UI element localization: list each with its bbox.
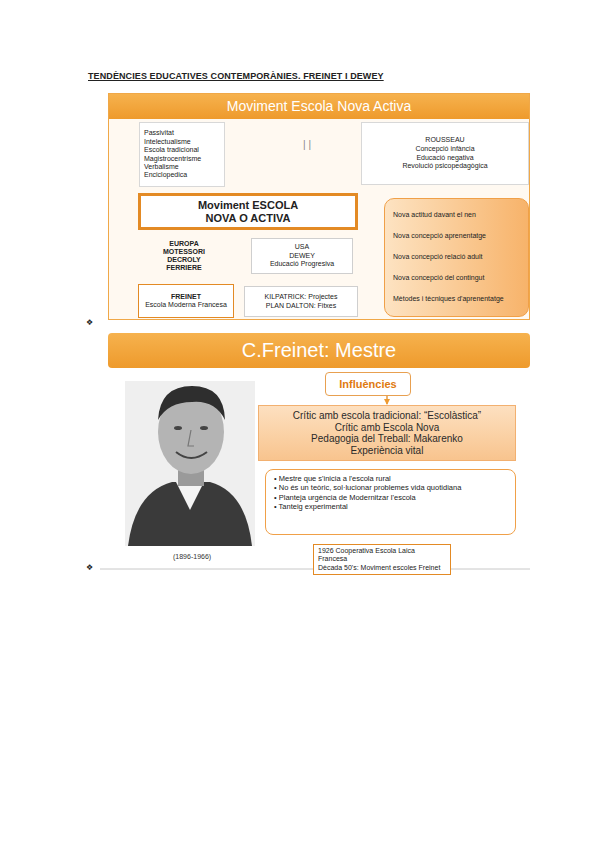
node-text: 1926 Cooperativa Escola Laica Francesa: [318, 547, 446, 564]
portrait-photo: [125, 381, 255, 546]
node-text: Escola tradicional: [144, 146, 220, 154]
node-text: KILPATRICK: Projectes: [248, 293, 354, 302]
process-box: USADEWEYEducació Progresiva: [251, 238, 353, 274]
node-text: Educació negativa: [366, 154, 524, 163]
node-text: Dècada 50's: Moviment escoles Freinet: [318, 564, 446, 572]
note-label: (1896-1966): [173, 553, 211, 560]
node-text: • Planteja urgència de Modernitzar l'esc…: [274, 493, 507, 502]
text-group: EUROPAMOTESSORIDECROLYFERRIERE: [147, 238, 221, 274]
node-text: C.Freinet: Mestre: [114, 339, 524, 362]
node-text: Crític amb escola tradicional: “Escolàst…: [265, 410, 509, 422]
node-text: Nova concepció del contingut: [393, 274, 520, 282]
list-box: Nova actitud davant el nenNova concepció…: [384, 198, 529, 317]
node-text: PLAN DALTON: Fitxes: [248, 302, 354, 311]
process-box: FREINETEscola Moderna Francesa: [138, 284, 234, 318]
node-text: Influències: [330, 378, 406, 390]
node-text: Crític amb Escola Nova: [265, 422, 509, 434]
page-title: TENDÈNCIES EDUCATIVES CONTEMPORÀNIES. FR…: [88, 71, 384, 81]
node-text: • Mestre que s'inicia a l'escola rural: [274, 474, 507, 483]
node-text: Revolució psicopedagògica: [366, 162, 524, 171]
node-text: FERRIERE: [149, 264, 219, 272]
list-box: • Mestre que s'inicia a l'escola rural• …: [265, 469, 516, 535]
central-box: Moviment ESCOLA NOVA O ACTIVA: [138, 193, 358, 230]
node-text: Verbalisme: [144, 163, 220, 171]
bullet-symbol: ❖: [86, 563, 93, 572]
node-text: Escola Moderna Francesa: [142, 301, 230, 309]
info-box: ROUSSEAUConcepció infànciaEducació negat…: [361, 122, 529, 185]
node-text: EUROPA: [149, 240, 219, 248]
node-text: Nova concepció aprenentatge: [393, 232, 520, 240]
heading-box: Influències: [325, 372, 411, 396]
node-text: Educació Progresiva: [255, 260, 349, 268]
node-text: USA: [255, 243, 349, 251]
node-text: Magistrocentrisme: [144, 155, 220, 163]
node-text: Nova actitud davant el nen: [393, 211, 520, 219]
panel: Moviment Escola Nova ActivaPassivitatInt…: [108, 93, 530, 320]
info-box: Crític amb escola tradicional: “Escolàst…: [258, 405, 516, 461]
node-text: MOTESSORI: [149, 248, 219, 256]
node-text: Passivitat: [144, 129, 220, 137]
node-text: • No és un teòric, sol·lucionar probleme…: [274, 483, 507, 492]
node-text: Experiència vital: [265, 445, 509, 457]
node-text: Pedagogia del Treball: Makarenko: [265, 433, 509, 445]
bullet-symbol: ❖: [86, 318, 93, 327]
node-text: ROUSSEAU: [366, 136, 524, 145]
list-box: PassivitatIntelectualismeEscola tradicio…: [139, 122, 225, 187]
node-text: DECROLY: [149, 256, 219, 264]
node-text: Nova concepció relació adult: [393, 253, 520, 261]
node-text: Intelectualisme: [144, 138, 220, 146]
node-text: • Tanteig experimental: [274, 502, 507, 511]
note-label: | |: [303, 139, 311, 150]
node-text: Mètodes i tècniques d'aprenentatge: [393, 295, 520, 303]
node-text: DEWEY: [255, 252, 349, 260]
info-box: 1926 Cooperativa Escola Laica FrancesaDè…: [313, 544, 451, 575]
node-text: Enciclopedica: [144, 171, 220, 179]
connector-arrow: [386, 396, 387, 404]
node-text: Concepció infància: [366, 145, 524, 154]
node-text: Moviment Escola Nova Activa: [109, 94, 529, 119]
node-text: Moviment ESCOLA NOVA O ACTIVA: [186, 199, 310, 224]
process-box: KILPATRICK: ProjectesPLAN DALTON: Fitxes: [244, 286, 358, 317]
node-text: FREINET: [142, 293, 230, 301]
header-band: C.Freinet: Mestre: [108, 333, 530, 368]
